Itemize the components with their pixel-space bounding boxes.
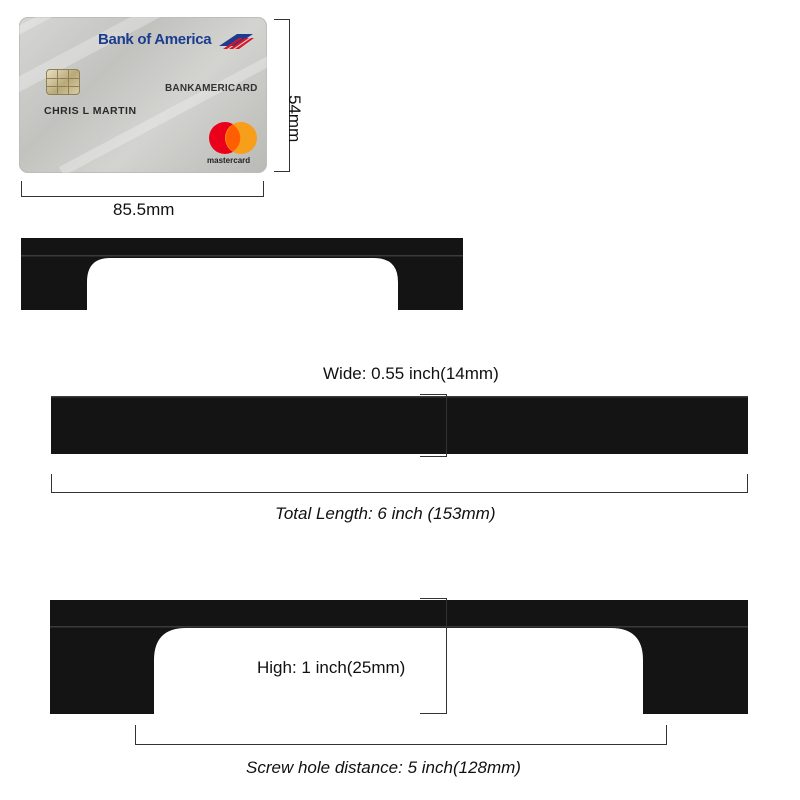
card-width-tick-right: [263, 181, 264, 197]
high-bracket-top: [420, 598, 447, 599]
card-holder-name: CHRIS L MARTIN: [44, 105, 137, 117]
screw-hole-tick-right: [666, 725, 667, 745]
screw-hole-dimension-line: [135, 744, 667, 745]
bank-name: Bank of America: [98, 31, 212, 48]
card-height-tick-bottom: [274, 171, 290, 172]
card-product-name: BANKAMERICARD: [165, 83, 258, 94]
total-length-tick-right: [747, 474, 748, 493]
handle-highlight: [21, 255, 463, 257]
screw-hole-label: Screw hole distance: 5 inch(128mm): [246, 758, 521, 777]
card-height-dimension-line: [289, 19, 290, 171]
wide-bracket-top: [420, 394, 447, 395]
wide-bracket-line: [446, 394, 447, 457]
total-length-dimension-line: [51, 492, 748, 493]
handle-top-highlight: [51, 396, 748, 398]
wide-label: Wide: 0.55 inch(14mm): [323, 364, 499, 383]
handle-large-highlight: [50, 626, 748, 628]
handle-side-view-small: [21, 238, 463, 310]
wide-bracket-bottom: [420, 456, 447, 457]
high-label: High: 1 inch(25mm): [257, 658, 406, 677]
card-width-tick-left: [21, 181, 22, 197]
bank-flag-icon: [219, 34, 254, 49]
handle-top-view: [51, 396, 748, 454]
total-length-tick-left: [51, 474, 52, 493]
total-length-label: Total Length: 6 inch (153mm): [275, 504, 496, 523]
credit-card: Bank of America BANKAMERICARD CHRIS L MA…: [19, 17, 267, 173]
high-bracket-line: [446, 598, 447, 714]
chip-icon: [46, 69, 80, 95]
mastercard-wordmark: mastercard: [207, 156, 251, 165]
mastercard-logo-icon: [209, 122, 257, 154]
card-width-dimension-line: [21, 196, 264, 197]
handle-side-view-large: [50, 600, 748, 714]
screw-hole-tick-left: [135, 725, 136, 745]
card-height-tick-top: [274, 19, 290, 20]
high-bracket-bottom: [420, 713, 447, 714]
card-width-label: 85.5mm: [113, 200, 175, 219]
